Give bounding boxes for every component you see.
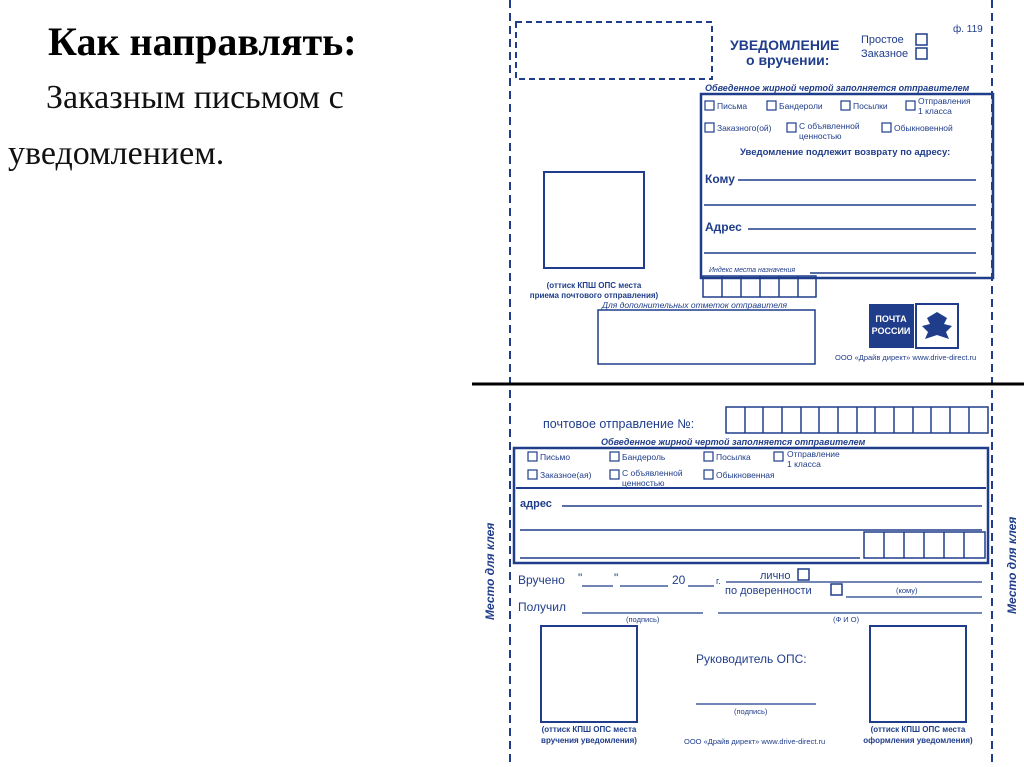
registration-stamp-caption-2: оформления уведомления) [863,736,973,745]
full-name-caption: (Ф И О) [833,615,860,624]
return-address-note: Уведомление подлежит возврату по адресу: [740,147,950,158]
signature-caption: (подпись) [626,615,660,624]
cb2-first-class-label-1: Отправление [787,449,840,459]
head-signature-caption: (подпись) [734,707,768,716]
delivery-stamp-caption-1: (оттиск КПШ ОПС места [542,725,637,734]
sender-fill-box [699,92,995,280]
pochta-logo-box [869,304,914,348]
cb-declared-value[interactable] [786,122,797,133]
cb-declared-label-2: ценностью [799,131,842,141]
logo-text-line-1: ПОЧТА [875,314,907,324]
cb2-registered[interactable] [527,469,538,480]
quote-open: " [578,571,582,585]
cb-letter[interactable] [704,100,715,111]
address-window [515,21,713,80]
notice-subheading: о вручении: [746,52,829,68]
cb-ordinary[interactable] [881,122,892,133]
logo-text-line-2: РОССИИ [872,326,911,336]
glue-place-left: Место для клея [483,523,497,620]
received-label: Получил [518,600,566,614]
cb-declared-label-1: С объявленной [799,121,860,131]
form-number: ф. 119 [953,23,983,35]
bottom-index-cells[interactable] [863,531,986,559]
cb-registered[interactable] [704,122,715,133]
proxy-checkbox[interactable] [830,583,843,596]
cb2-parcel-post-label: Бандероль [622,452,666,462]
glue-place-right: Место для клея [1005,517,1019,614]
eagle-icon [922,312,952,339]
simple-checkbox[interactable] [915,33,928,46]
bottom-sender-box [512,446,990,565]
delivery-stamp-caption-2: вручения уведомления) [541,736,637,745]
head-ops-label: Руководитель ОПС: [696,652,807,666]
bottom-address-label: адрес [520,498,552,510]
bottom-sender-note: Обведенное жирной чертой заполняется отп… [601,437,866,447]
cb-ordinary-label: Обыкновенной [894,123,953,133]
top-publisher: ООО «Драйв директ» www.drive-direct.ru [835,353,976,362]
delivered-label: Вручено [518,573,565,587]
slide-body-line-1: Заказным письмом с [46,79,344,116]
cb2-parcel-label: Посылка [716,452,751,462]
registered-checkbox[interactable] [915,47,928,60]
cb-first-class[interactable] [905,100,916,111]
shipment-number-cells[interactable] [725,406,989,434]
cb-letter-label: Письма [717,101,747,111]
delivery-stamp-box [540,625,638,723]
cb2-declared-value[interactable] [609,469,620,480]
slide-body-line-2: уведомлением. [8,135,225,172]
address-label: Адрес [705,220,742,234]
registered-label: Заказное [861,48,908,60]
slide-body-text: Заказным письмом с уведомлением. [8,70,408,182]
shipment-number-label: почтовое отправление №: [543,417,694,431]
cb2-letter-label: Письмо [540,452,570,462]
personally-label: лично [760,570,791,582]
bottom-publisher: ООО «Драйв директ» www.drive-direct.ru [684,737,825,746]
slide-title: Как направлять: [48,19,357,64]
personally-checkbox[interactable] [797,568,810,581]
cb2-letter[interactable] [527,451,538,462]
cb-registered-label: Заказного(ой) [717,123,772,133]
to-whom-caption: (кому) [896,586,918,595]
cb2-first-class-label-2: 1 класса [787,459,821,469]
cb2-declared-label-1: С объявленной [622,468,683,478]
notice-heading: УВЕДОМЛЕНИЕ [730,37,839,53]
registration-stamp-box [869,625,967,723]
year-prefix: 20 [672,573,686,587]
cb-parcel-post[interactable] [766,100,777,111]
cb-parcel[interactable] [840,100,851,111]
extra-marks-label: Для дополнительных отметок отправителя [601,300,788,310]
cb-first-class-label-1: Отправления [918,96,971,106]
simple-label: Простое [861,34,904,46]
eagle-emblem-box [915,303,959,349]
cb-parcel-post-label: Бандероли [779,101,823,111]
index-cells[interactable] [702,275,817,298]
acceptance-stamp-caption-1: (оттиск КПШ ОПС места [547,281,642,290]
cb2-parcel[interactable] [703,451,714,462]
cb2-ordinary[interactable] [703,469,714,480]
index-label: Индекс места назначения [709,266,795,274]
cb2-first-class[interactable] [773,451,784,462]
cb2-parcel-post[interactable] [609,451,620,462]
to-label: Кому [705,172,735,186]
cb-first-class-label-2: 1 класса [918,106,952,116]
extra-marks-box[interactable] [597,309,816,365]
quote-close: " [614,571,618,585]
cb-parcel-label: Посылки [853,101,888,111]
by-proxy-label: по доверенности [725,585,812,597]
registration-stamp-caption-1: (оттиск КПШ ОПС места [871,725,966,734]
sender-fill-note: Обведенное жирной чертой заполняется отп… [705,83,970,93]
acceptance-stamp-box [543,171,645,269]
cb2-declared-label-2: ценностью [622,478,665,488]
cb2-registered-label: Заказное(ая) [540,470,592,480]
cb2-ordinary-label: Обыкновенная [716,470,775,480]
year-suffix: г. [716,576,721,586]
acceptance-stamp-caption-2: приема почтового отправления) [530,291,659,300]
